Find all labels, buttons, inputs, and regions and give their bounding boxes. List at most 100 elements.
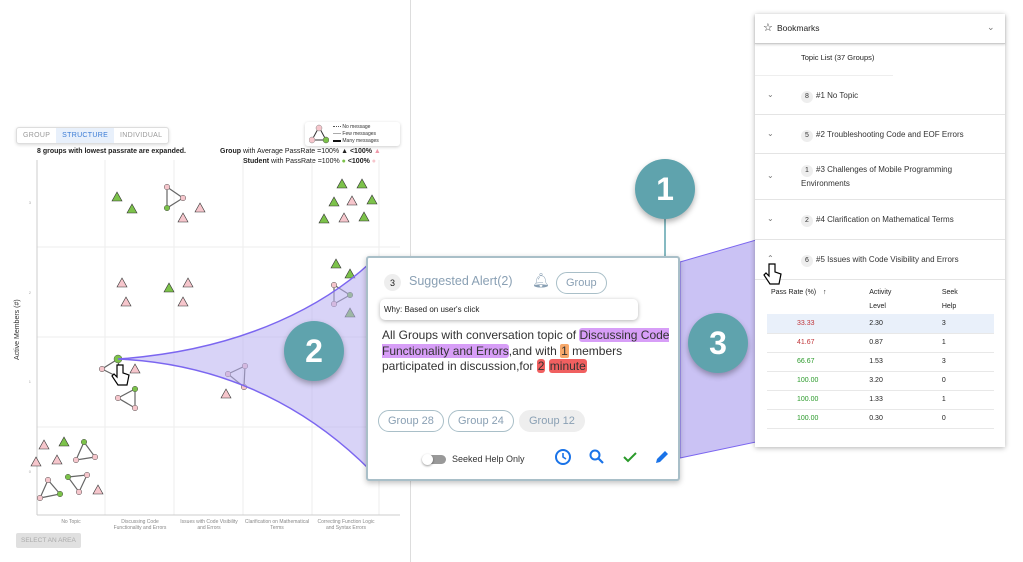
- search-icon[interactable]: [588, 448, 606, 466]
- topic-label: #2 Troubleshooting Code and EOF Errors: [816, 130, 964, 139]
- topic-count: 2: [801, 215, 813, 227]
- col-pass-rate[interactable]: Pass Rate (%)↑: [771, 289, 827, 296]
- student-node: [98, 365, 106, 373]
- legend-few-messages: Few messages: [342, 131, 377, 137]
- seek-help-cell: 3: [937, 314, 994, 334]
- group-type-pill[interactable]: Group: [556, 272, 607, 294]
- group-triangle: [330, 258, 342, 269]
- check-icon[interactable]: [621, 448, 639, 466]
- topic-label: #3 Challenges of Mobile Programming Envi…: [801, 165, 953, 188]
- student-node: [91, 453, 99, 461]
- chevron-down-icon[interactable]: ⌄: [767, 128, 774, 138]
- activity-cell: 0.87: [865, 333, 938, 353]
- student-node: [36, 494, 44, 502]
- student-legend: Student with PassRate =100% ● <100% ●: [243, 158, 376, 165]
- student-node: [44, 476, 52, 484]
- group-triangle: [328, 196, 340, 207]
- why-tooltip: Why: Based on user's click: [380, 299, 638, 320]
- group-triangle: [194, 202, 206, 213]
- student-node: [163, 183, 171, 191]
- pass-rate-cell: 100.00: [767, 409, 866, 429]
- topic-list-header: Topic List (37 Groups): [801, 53, 875, 62]
- student-node: [179, 194, 187, 202]
- group-24-chip[interactable]: Group 24: [448, 410, 514, 432]
- topic-row[interactable]: ⌄ 2#4 Clarification on Mathematical Term…: [755, 200, 1005, 240]
- clock-icon[interactable]: [554, 448, 572, 466]
- group-glyph-icon: [309, 124, 329, 144]
- seek-help-cell: 1: [937, 333, 994, 353]
- pass-rate-cell: 100.00: [767, 371, 866, 391]
- callout-1: 1: [635, 159, 695, 219]
- chevron-down-icon[interactable]: ⌄: [767, 214, 774, 223]
- group-triangle: [344, 268, 356, 279]
- alert-title: Suggested Alert(2): [409, 274, 513, 288]
- group-table: Pass Rate (%)↑ Activity Level Seek Help …: [767, 286, 994, 429]
- group-link: [75, 440, 97, 461]
- alert-description: All Groups with conversation topic of Di…: [382, 328, 670, 373]
- tab-structure[interactable]: STRUCTURE: [56, 128, 115, 143]
- col-activity-level[interactable]: Activity Level: [869, 289, 892, 310]
- members-highlight: 1: [560, 343, 569, 358]
- chevron-down-icon[interactable]: ⌄: [767, 89, 774, 99]
- topic-count: 1: [801, 165, 813, 177]
- student-node: [131, 404, 139, 412]
- group-28-chip[interactable]: Group 28: [378, 410, 444, 432]
- activity-cell: 2.30: [865, 314, 938, 334]
- topic-row[interactable]: ⌄ 8#1 No Topic: [755, 76, 1005, 115]
- chevron-up-icon[interactable]: ⌃: [767, 254, 774, 263]
- activity-cell: 0.30: [865, 409, 938, 429]
- topic-label: #5 Issues with Code Visibility and Error…: [816, 255, 959, 264]
- seek-help-cell: 1: [937, 390, 994, 410]
- student-node: [163, 204, 171, 212]
- topic-row[interactable]: ⌄ 5#2 Troubleshooting Code and EOF Error…: [755, 115, 1005, 154]
- y-tick-label: 2: [29, 290, 32, 295]
- seek-help-cell: 0: [937, 409, 994, 429]
- select-area-button[interactable]: SELECT AN AREA: [16, 533, 81, 548]
- hand-cursor-icon: [763, 263, 782, 285]
- topic-row[interactable]: ⌄ 1#3 Challenges of Mobile Programming E…: [755, 154, 1005, 200]
- student-node: [330, 281, 338, 289]
- tab-group[interactable]: GROUP: [23, 132, 51, 139]
- group-triangle: [336, 178, 348, 189]
- group-triangle: [116, 277, 128, 288]
- topic-label: #4 Clarification on Mathematical Terms: [816, 215, 954, 224]
- group-triangle: [163, 282, 175, 293]
- x-tick-label: Correcting Function Logic and Syntax Err…: [317, 519, 375, 531]
- group-triangle: [30, 456, 42, 467]
- pass-rate-cell: 41.67: [767, 333, 866, 353]
- tab-individual[interactable]: INDIVIDUAL: [120, 132, 163, 139]
- edit-pencil-icon[interactable]: [653, 448, 671, 466]
- y-tick-label: 1: [29, 379, 32, 384]
- x-tick-label: Issues with Code Visibility and Errors: [180, 519, 238, 531]
- legend-many-messages: Many messages: [342, 138, 379, 144]
- group-12-chip[interactable]: Group 12: [519, 410, 585, 432]
- col-seek-help[interactable]: Seek Help: [941, 289, 958, 310]
- view-tabs: GROUP STRUCTURE INDIVIDUAL: [16, 127, 170, 144]
- group-triangle: [58, 436, 70, 447]
- chevron-down-icon[interactable]: ⌄: [767, 171, 774, 180]
- pass-rate-cell: 33.33: [767, 314, 866, 334]
- topic-row[interactable]: ⌃ 6#5 Issues with Code Visibility and Er…: [755, 240, 1005, 280]
- bell-icon[interactable]: 🔔︎: [532, 272, 550, 288]
- legend-no-message: No message: [342, 124, 371, 130]
- group-triangle: [182, 277, 194, 288]
- group-triangle: [38, 439, 50, 450]
- group-triangle: [346, 195, 358, 206]
- group-triangle: [51, 454, 63, 465]
- x-tick-label: Discussing Code Functionality and Errors: [113, 519, 167, 531]
- seeked-help-toggle[interactable]: [422, 454, 446, 465]
- group-triangle: [318, 213, 330, 224]
- bookmarks-title: Bookmarks: [777, 23, 820, 33]
- bookmarks-header[interactable]: ☆ Bookmarks ⌄: [755, 14, 1005, 44]
- link-legend: No message Few messages Many messages: [305, 122, 400, 146]
- activity-cell: 1.33: [865, 390, 938, 410]
- group-triangle: [356, 178, 368, 189]
- chevron-down-icon[interactable]: ⌄: [987, 22, 995, 32]
- student-node: [56, 490, 64, 498]
